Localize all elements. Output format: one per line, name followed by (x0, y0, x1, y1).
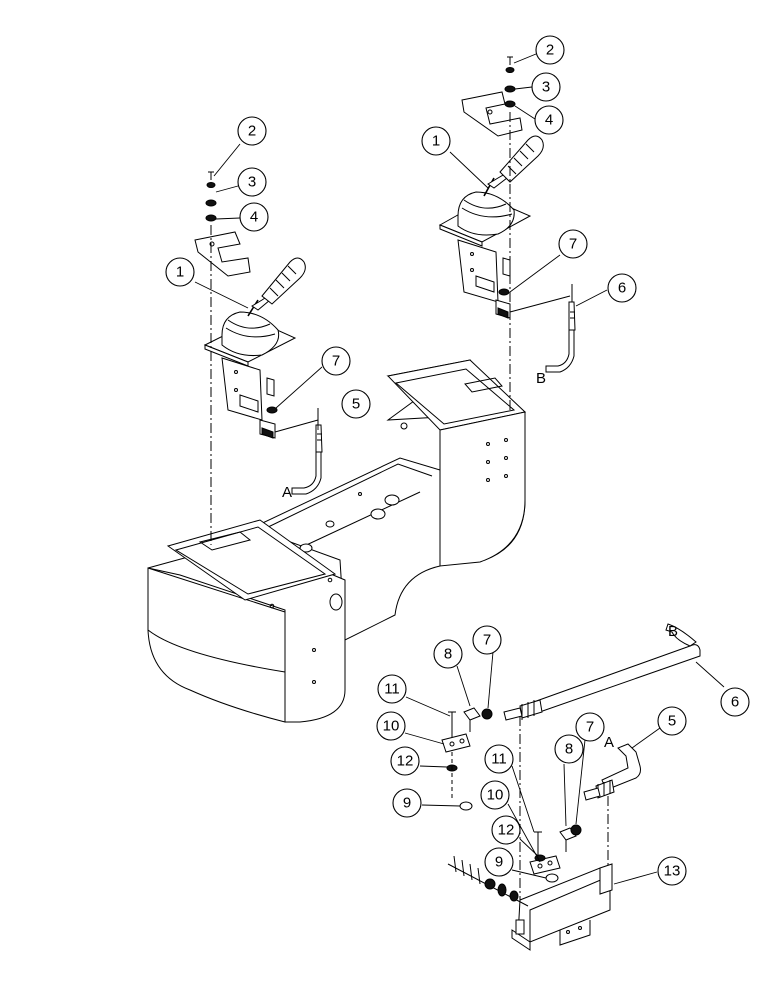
svg-text:8: 8 (565, 741, 573, 758)
svg-text:9: 9 (495, 854, 503, 871)
svg-text:5: 5 (352, 396, 360, 413)
svg-text:4: 4 (250, 209, 258, 226)
callout-12-lower: 12 (491, 815, 521, 845)
svg-text:1: 1 (432, 133, 440, 150)
svg-text:7: 7 (332, 353, 340, 370)
cable-end-b-lower: B (668, 623, 678, 640)
svg-text:11: 11 (384, 681, 400, 698)
callout-5-lower: 5 (657, 706, 687, 736)
cable-end-a-upper: A (282, 484, 292, 501)
svg-text:9: 9 (403, 795, 411, 812)
callout-10-lower: 10 (480, 780, 510, 810)
cable-end-a-lower: A (604, 734, 614, 751)
svg-text:2: 2 (546, 42, 554, 59)
callout-9-left: 9 (392, 788, 422, 818)
cable-end-b-upper: B (536, 370, 546, 387)
left-joystick-assembly (194, 171, 323, 545)
callout-4-left: 4 (239, 202, 269, 232)
right-joystick-assembly (438, 56, 576, 410)
callout-11-left: 11 (377, 674, 407, 704)
callout-7-lower: 7 (575, 712, 605, 742)
callout-7-right: 7 (558, 229, 588, 259)
svg-text:1: 1 (176, 264, 184, 281)
callout-13: 13 (657, 856, 687, 886)
lower-mounting-assembly (441, 623, 701, 951)
callout-12-left: 12 (390, 746, 420, 776)
svg-text:4: 4 (545, 112, 553, 129)
callout-8-top: 8 (433, 639, 463, 669)
callout-7-left: 7 (321, 346, 351, 376)
callout-1-right: 1 (421, 126, 451, 156)
svg-text:6: 6 (731, 694, 739, 711)
svg-text:3: 3 (542, 79, 550, 96)
svg-text:11: 11 (491, 751, 507, 768)
svg-text:2: 2 (248, 123, 256, 140)
svg-text:10: 10 (487, 787, 504, 804)
callout-2-right: 2 (535, 35, 565, 65)
cable-end-letters: A B B A (282, 370, 678, 751)
svg-text:12: 12 (397, 753, 414, 770)
callout-4-right: 4 (534, 105, 564, 135)
console-housing (147, 359, 527, 723)
svg-text:6: 6 (618, 280, 626, 297)
svg-text:3: 3 (248, 174, 256, 191)
callout-9-lower: 9 (484, 847, 514, 877)
callout-bubbles: 2 3 4 1 7 6 2 3 4 1 7 5 8 7 11 10 12 9 6… (165, 35, 750, 886)
svg-text:8: 8 (444, 646, 452, 663)
callout-2-left: 2 (237, 116, 267, 146)
svg-text:7: 7 (483, 632, 491, 649)
svg-text:12: 12 (498, 822, 515, 839)
callout-leaders (194, 53, 725, 885)
callout-8-lower: 8 (554, 734, 584, 764)
svg-text:7: 7 (586, 719, 594, 736)
svg-text:7: 7 (569, 236, 577, 253)
svg-text:13: 13 (664, 863, 681, 880)
callout-6-right: 6 (607, 273, 637, 303)
callout-5-left: 5 (341, 389, 371, 419)
svg-text:10: 10 (383, 718, 400, 735)
svg-text:5: 5 (668, 713, 676, 730)
callout-6-lower: 6 (720, 687, 750, 717)
callout-10-left: 10 (376, 711, 406, 741)
callout-11-lower: 11 (484, 744, 514, 774)
callout-3-right: 3 (531, 72, 561, 102)
callout-1-left: 1 (165, 257, 195, 287)
callout-7-top: 7 (472, 625, 502, 655)
callout-3-left: 3 (237, 167, 267, 197)
